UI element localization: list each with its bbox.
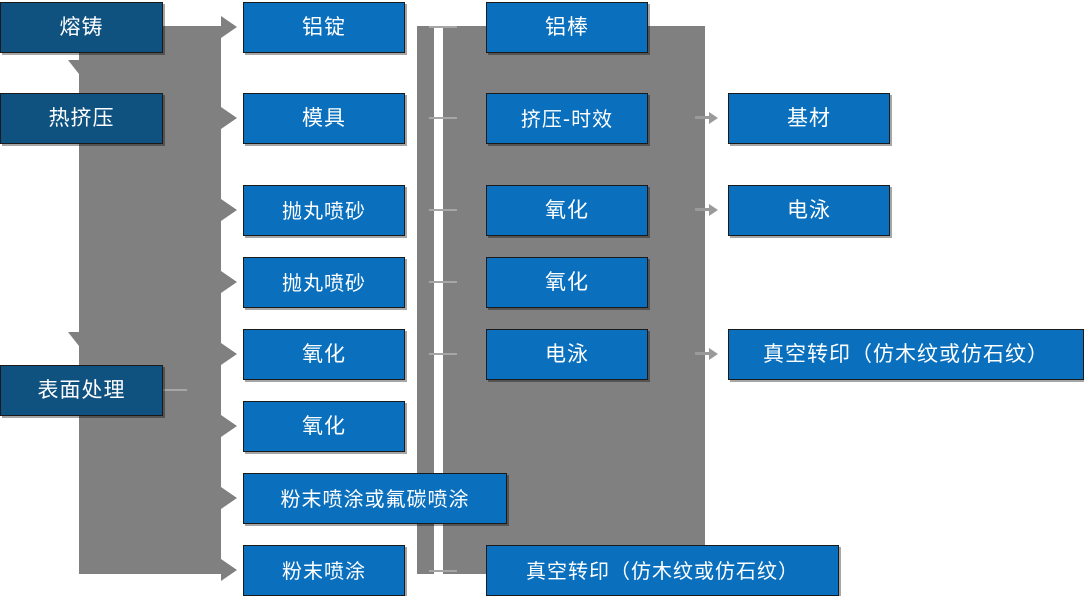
link-ox1-bar (429, 353, 457, 355)
arrow-extrude-to-substrate-icon (709, 112, 718, 124)
detail-oxidation-1[interactable]: 氧化 (486, 185, 648, 236)
arrow-extrude-to-substrate-stem (695, 116, 710, 119)
out-electrophoresis[interactable]: 电泳 (728, 185, 890, 236)
arrow-oxidation-to-electro-icon (709, 204, 718, 216)
proc-powder-or-pvdf[interactable]: 粉末喷涂或氟碳喷涂 (243, 473, 507, 524)
proc-powder-coating[interactable]: 粉末喷涂 (243, 545, 405, 596)
arrow-electro-to-vacuum-stem (695, 352, 710, 355)
proc-aluminum-ingot-label: 铝锭 (302, 15, 346, 39)
proc-powder-coating-label: 粉末喷涂 (282, 558, 366, 583)
line-surface-to-bar (163, 389, 187, 391)
stage-melt-cast-label: 熔铸 (59, 15, 104, 39)
out-vacuum-transfer[interactable]: 真空转印（仿木纹或仿石纹） (728, 329, 1084, 380)
proc-mold[interactable]: 模具 (243, 93, 405, 144)
detail-electrophoresis[interactable]: 电泳 (486, 329, 648, 380)
link-shot2-bar (429, 281, 457, 283)
proc-shot-blast-1[interactable]: 抛丸喷砂 (243, 185, 405, 236)
detail-electrophoresis-label: 电泳 (545, 342, 589, 366)
arrow-to-ingot-icon (221, 16, 237, 38)
proc-mold-label: 模具 (302, 106, 346, 130)
detail-aluminum-bar-label: 铝棒 (545, 15, 589, 39)
arrow-to-shotblast-2-icon (221, 271, 237, 293)
link-powder-bar (429, 570, 457, 572)
link-ingot-bar (429, 26, 457, 28)
arrow-to-shotblast-1-icon (221, 199, 237, 221)
proc-oxidation-2-label: 氧化 (302, 414, 346, 438)
arrow-electro-to-vacuum-icon (709, 348, 718, 360)
detail-vacuum-transfer-label: 真空转印（仿木纹或仿石纹） (526, 558, 799, 583)
detail-oxidation-2-label: 氧化 (545, 270, 589, 294)
out-substrate[interactable]: 基材 (728, 93, 890, 144)
link-mold-bar (429, 117, 457, 119)
out-substrate-label: 基材 (787, 106, 831, 130)
detail-extrude-aging-label: 挤压-时效 (520, 106, 614, 131)
bar-mid-right (443, 26, 455, 483)
proc-oxidation-1[interactable]: 氧化 (243, 329, 405, 380)
arrow-oxidation-to-electro-stem (695, 208, 710, 211)
detail-oxidation-1-label: 氧化 (545, 198, 589, 222)
arrow-to-powder-pvdf-icon (221, 487, 237, 509)
out-vacuum-transfer-label: 真空转印（仿木纹或仿石纹） (763, 342, 1049, 366)
bar-mid-left (417, 26, 434, 574)
arrow-to-oxidation-1-icon (221, 343, 237, 365)
proc-shot-blast-2[interactable]: 抛丸喷砂 (243, 257, 405, 308)
proc-oxidation-2[interactable]: 氧化 (243, 401, 405, 452)
link-shot1-bar (429, 209, 457, 211)
arrow-to-surface-treat-icon (68, 332, 90, 346)
proc-shot-blast-2-label: 抛丸喷砂 (282, 270, 366, 295)
stage-hot-extrusion-label: 热挤压 (48, 106, 115, 130)
stage-surface-treatment-label: 表面处理 (37, 378, 126, 402)
detail-extrude-aging[interactable]: 挤压-时效 (486, 93, 648, 144)
stage-melt-cast[interactable]: 熔铸 (0, 2, 163, 53)
arrow-to-powder-coat-icon (221, 559, 237, 581)
proc-shot-blast-1-label: 抛丸喷砂 (282, 198, 366, 223)
arrow-to-oxidation-2-icon (221, 415, 237, 437)
detail-aluminum-bar[interactable]: 铝棒 (486, 2, 648, 53)
arrow-melt-to-extrusion-icon (68, 60, 90, 74)
stage-hot-extrusion[interactable]: 热挤压 (0, 93, 163, 144)
arrow-to-mold-icon (221, 107, 237, 129)
proc-aluminum-ingot[interactable]: 铝锭 (243, 2, 405, 53)
out-electrophoresis-label: 电泳 (787, 198, 831, 222)
detail-vacuum-transfer[interactable]: 真空转印（仿木纹或仿石纹） (486, 545, 839, 596)
proc-powder-or-pvdf-label: 粉末喷涂或氟碳喷涂 (280, 486, 470, 511)
proc-oxidation-1-label: 氧化 (302, 342, 346, 366)
stage-surface-treatment[interactable]: 表面处理 (0, 365, 163, 416)
detail-oxidation-2[interactable]: 氧化 (486, 257, 648, 308)
